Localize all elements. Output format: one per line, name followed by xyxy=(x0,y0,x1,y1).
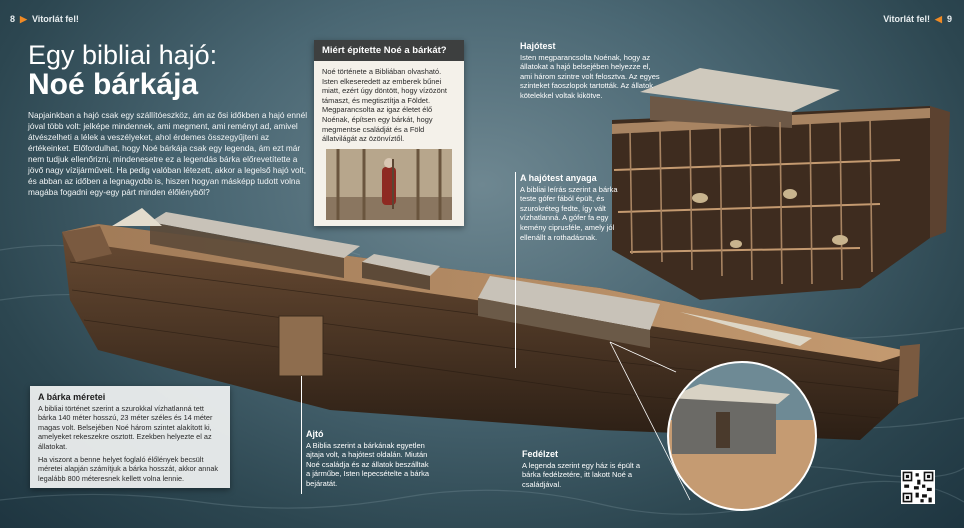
ark-size-text-1: A bibliai történet szerint a szurokkal v… xyxy=(38,404,213,451)
ark-size-heading: A bárka méretei xyxy=(38,392,106,402)
section-title-right: Vitorlát fel! xyxy=(883,14,931,24)
ark-cutaway xyxy=(612,68,950,300)
ark-size-box: A bárka méretei A bibliai történet szeri… xyxy=(30,386,230,488)
page-number-left: 8 xyxy=(10,14,16,24)
play-arrow-icon: ▶ xyxy=(20,14,27,24)
why-built-heading: Miért építette Noé a bárkát? xyxy=(314,40,464,61)
title-line-2: Noé bárkája xyxy=(28,68,199,101)
deck-house-roof xyxy=(150,212,360,258)
page-title: Egy bibliai hajó: Noé bárkája xyxy=(28,40,217,100)
door-label: Ajtó A Biblia szerint a bárkának egyetle… xyxy=(306,429,432,489)
material-heading: A hajótest anyaga xyxy=(520,173,597,183)
door-pointer-line xyxy=(301,376,302,494)
page-number-right: 9 xyxy=(946,14,952,24)
noah-house-roof xyxy=(478,276,660,330)
why-built-box: Miért építette Noé a bárkát? Noé történe… xyxy=(314,40,464,226)
section-title-left: Vitorlát fel! xyxy=(31,14,79,24)
ark-size-text-2: Ha viszont a benne helyet foglaló élőlén… xyxy=(38,455,219,483)
why-built-text: Noé története a Bibliában olvasható. Ist… xyxy=(322,67,447,144)
intro-paragraph: Napjainkban a hajó csak egy szállítóeszk… xyxy=(28,110,308,197)
material-pointer-line xyxy=(515,172,516,368)
deck-label: Fedélzet A legenda szerint egy ház is ép… xyxy=(522,449,640,489)
title-line-1: Egy bibliai hajó: xyxy=(28,40,218,70)
material-text: A bibliai leírás szerint a bárka teste g… xyxy=(520,184,618,242)
hull-heading: Hajótest xyxy=(520,41,556,51)
qr-code[interactable] xyxy=(901,470,935,504)
noah-illustration xyxy=(326,149,452,220)
header-left: 8 ▶ Vitorlát fel! xyxy=(10,14,79,25)
door-text: A Biblia szerint a bárkának egyetlen ajt… xyxy=(306,440,429,488)
back-arrow-icon: ◀ xyxy=(935,14,942,24)
hull-text: Isten megparancsolta Noénak, hogy az áll… xyxy=(520,52,660,100)
hull-label: Hajótest Isten megparancsolta Noénak, ho… xyxy=(520,41,660,101)
header-right: Vitorlát fel! ◀ 9 xyxy=(883,14,952,25)
material-label: A hajótest anyaga A bibliai leírás szeri… xyxy=(520,173,624,242)
deck-heading: Fedélzet xyxy=(522,449,559,459)
ark-door xyxy=(278,315,324,377)
door-heading: Ajtó xyxy=(306,429,324,439)
deck-text: A legenda szerint egy ház is épült a bár… xyxy=(522,460,640,489)
